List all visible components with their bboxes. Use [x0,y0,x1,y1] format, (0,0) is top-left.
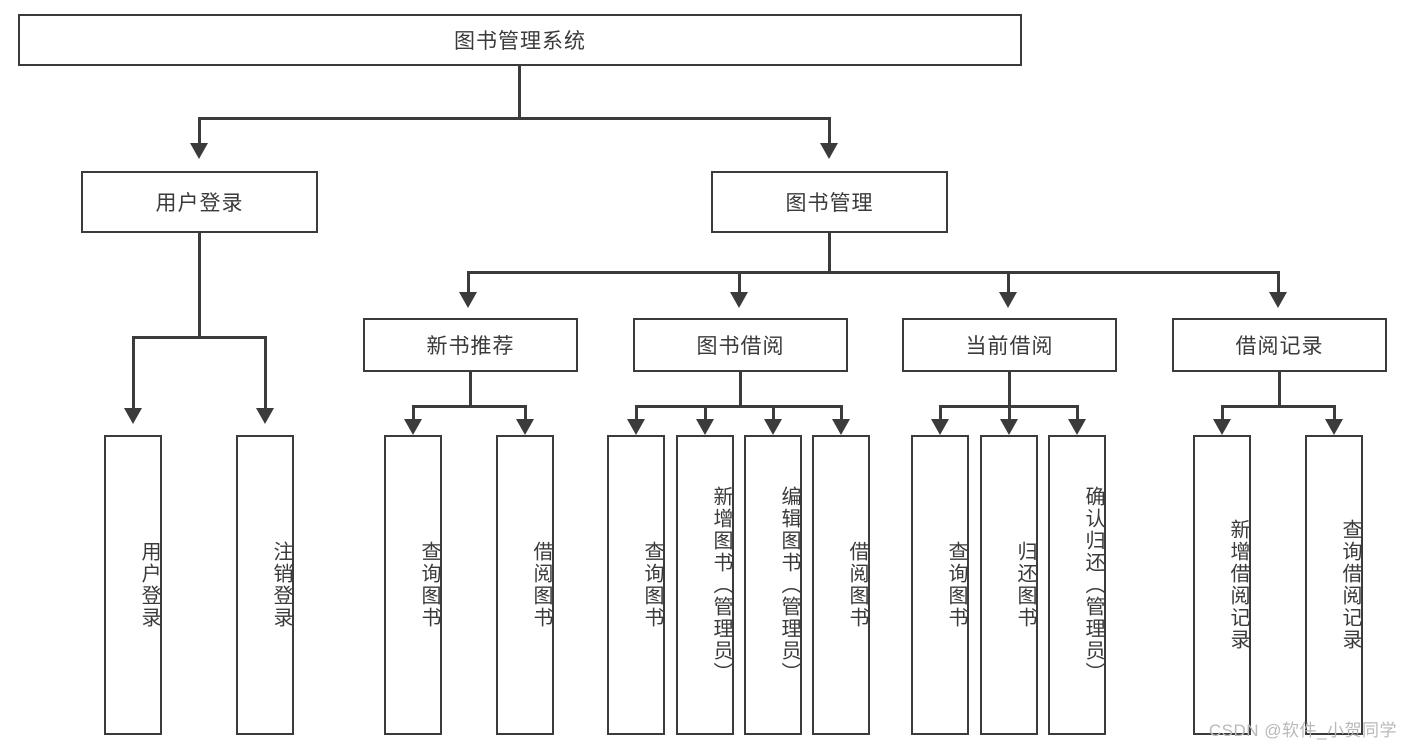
node-label: 新增图书（管理员） [710,486,732,684]
leaf-new-book-query-books[interactable]: 查询图书 [384,435,442,735]
node-new-book-recommend[interactable]: 新书推荐 [363,318,578,372]
node-label: 注销登录 [270,541,292,629]
arrow-book-borrow-leaf-3 [764,419,782,435]
connector-book-management-stem [828,233,831,273]
leaf-book-borrow-edit-book-admin[interactable]: 编辑图书（管理员） [744,435,802,735]
node-label: 确认归还（管理员） [1082,486,1104,684]
node-label: 图书管理 [785,192,874,215]
connector-bm-to-new-book [467,271,470,294]
node-label: 新增借阅记录 [1227,519,1249,651]
connector-new-book-bar [412,405,527,408]
connector-book-borrow-stem [739,372,742,407]
node-label: 新书推荐 [426,335,515,358]
connector-new-book-leaf-2 [524,405,527,423]
connector-book-borrow-leaf-4 [840,405,843,423]
arrow-current-borrow-leaf-3 [1068,419,1086,435]
leaf-user-login[interactable]: 用户登录 [104,435,162,735]
leaf-logout[interactable]: 注销登录 [236,435,294,735]
arrow-bm-to-book-borrow [730,292,748,308]
node-book-borrow[interactable]: 图书借阅 [633,318,848,372]
leaf-current-borrow-query-books[interactable]: 查询图书 [911,435,969,735]
node-label: 当前借阅 [965,335,1054,358]
connector-borrow-record-leaf-1 [1221,405,1224,423]
arrow-current-borrow-leaf-2 [1000,419,1018,435]
leaf-book-borrow-query-books[interactable]: 查询图书 [607,435,665,735]
connector-borrow-record-leaf-2 [1333,405,1336,423]
node-book-management[interactable]: 图书管理 [711,171,948,233]
arrow-bm-to-current-borrow [999,292,1017,308]
arrow-borrow-record-leaf-2 [1325,419,1343,435]
node-label: 查询图书 [945,541,967,629]
connector-current-borrow-leaf-1 [939,405,942,423]
leaf-borrow-record-add-record[interactable]: 新增借阅记录 [1193,435,1251,735]
node-user-login[interactable]: 用户登录 [81,171,318,233]
arrow-new-book-leaf-2 [516,419,534,435]
arrow-new-book-leaf-1 [404,419,422,435]
connector-user-login-stem [198,233,201,338]
connector-root-to-book-management [828,117,831,146]
leaf-borrow-record-query-record[interactable]: 查询借阅记录 [1305,435,1363,735]
node-label: 用户登录 [155,192,244,215]
connector-root-bar [198,117,831,120]
leaf-new-book-borrow-books[interactable]: 借阅图书 [496,435,554,735]
connector-user-login-leaf-2 [264,336,267,410]
arrow-user-login-leaf-1 [124,408,142,424]
connector-bm-to-borrow-record [1277,271,1280,294]
connector-user-login-bar [132,336,267,339]
connector-bm-to-book-borrow [738,271,741,294]
node-label: 编辑图书（管理员） [778,486,800,684]
arrow-bm-to-new-book [459,292,477,308]
arrow-borrow-record-leaf-1 [1213,419,1231,435]
arrow-current-borrow-leaf-1 [931,419,949,435]
node-label: 借阅记录 [1235,335,1324,358]
watermark-csdn: CSDN @软件_小贺同学 [1208,721,1397,740]
connector-user-login-leaf-1 [132,336,135,410]
connector-borrow-record-stem [1278,372,1281,407]
leaf-current-borrow-return-books[interactable]: 归还图书 [980,435,1038,735]
connector-current-borrow-leaf-2 [1008,405,1011,423]
connector-bm-to-current-borrow [1007,271,1010,294]
node-label: 查询图书 [641,541,663,629]
node-label: 查询借阅记录 [1339,519,1361,651]
connector-current-borrow-stem [1008,372,1011,407]
connector-book-borrow-leaf-2 [704,405,707,423]
arrow-book-borrow-leaf-1 [627,419,645,435]
connector-book-borrow-leaf-3 [772,405,775,423]
arrow-root-to-book-management [820,143,838,159]
leaf-book-borrow-add-book-admin[interactable]: 新增图书（管理员） [676,435,734,735]
node-current-borrow[interactable]: 当前借阅 [902,318,1117,372]
node-label: 用户登录 [138,541,160,629]
connector-book-management-bar [467,271,1280,274]
connector-book-borrow-bar [635,405,843,408]
node-label: 图书借阅 [696,335,785,358]
connector-book-borrow-leaf-1 [635,405,638,423]
node-label: 归还图书 [1014,541,1036,629]
leaf-book-borrow-borrow-books[interactable]: 借阅图书 [812,435,870,735]
arrow-book-borrow-leaf-4 [832,419,850,435]
leaf-current-borrow-confirm-return-admin[interactable]: 确认归还（管理员） [1048,435,1106,735]
connector-borrow-record-bar [1221,405,1336,408]
connector-root-stem [518,66,521,117]
connector-new-book-stem [469,372,472,407]
node-label: 借阅图书 [530,541,552,629]
node-borrow-record[interactable]: 借阅记录 [1172,318,1387,372]
arrow-user-login-leaf-2 [256,408,274,424]
node-root-book-management-system[interactable]: 图书管理系统 [18,14,1022,66]
node-label: 查询图书 [418,541,440,629]
connector-current-borrow-leaf-3 [1076,405,1079,423]
arrow-bm-to-borrow-record [1269,292,1287,308]
node-label: 借阅图书 [846,541,868,629]
arrow-root-to-user-login [190,143,208,159]
node-label: 图书管理系统 [454,30,586,53]
connector-new-book-leaf-1 [412,405,415,423]
arrow-book-borrow-leaf-2 [696,419,714,435]
connector-root-to-user-login [198,117,201,146]
